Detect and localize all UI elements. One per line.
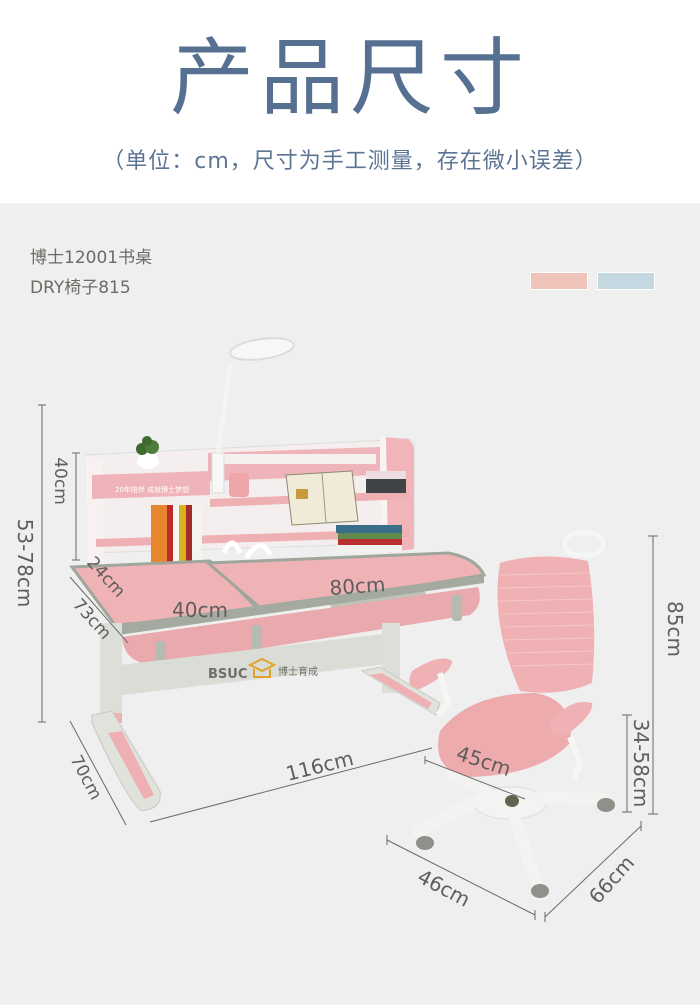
storage-box bbox=[366, 479, 406, 493]
chair-armrest-left bbox=[409, 658, 452, 689]
desk-model-label: 博士12001书桌 bbox=[30, 248, 153, 268]
book-stand bbox=[285, 470, 359, 526]
chair-leg bbox=[412, 793, 486, 837]
lamp-arm bbox=[215, 364, 233, 454]
drawer-strap bbox=[452, 595, 462, 621]
desk: 20年陪伴 成就博士梦想 bbox=[69, 337, 487, 812]
color-swatch-pink[interactable] bbox=[530, 272, 588, 290]
header: 产品尺寸 （单位：cm，尺寸为手工测量，存在微小误差） bbox=[0, 0, 700, 203]
book bbox=[186, 505, 192, 577]
pen-holder bbox=[229, 473, 249, 497]
chair-leg bbox=[508, 809, 542, 889]
desk-drawer bbox=[122, 587, 480, 665]
plant-top bbox=[142, 436, 152, 446]
dim-hutch-height: 40cm bbox=[50, 457, 70, 505]
pen-stopper bbox=[330, 591, 426, 608]
hutch-ruler bbox=[216, 454, 376, 464]
book bbox=[167, 505, 173, 577]
desk-foot-left-pad bbox=[108, 731, 154, 799]
book bbox=[173, 505, 179, 577]
gas-lift-knob bbox=[505, 795, 519, 807]
desk-foot-right-pad bbox=[370, 673, 432, 709]
dim-base-depth: 70cm bbox=[66, 752, 106, 803]
dim-desk-width: 116cm bbox=[283, 746, 355, 786]
storage-box-lid bbox=[366, 471, 406, 479]
caster-wheel bbox=[531, 884, 549, 898]
dim-base-width: 46cm bbox=[414, 864, 475, 911]
desk-front-edge bbox=[115, 575, 484, 635]
book-spine bbox=[321, 472, 327, 524]
mesh-lines bbox=[498, 572, 595, 667]
chair bbox=[409, 530, 615, 898]
color-swatch-blue[interactable] bbox=[597, 272, 655, 290]
product-stage: 博士12001书桌 DRY椅子815 20年陪伴 成就博士梦想 bbox=[0, 203, 700, 1005]
book-image bbox=[296, 489, 308, 499]
dim-left-top-width: 40cm bbox=[172, 598, 228, 622]
book bbox=[336, 545, 402, 552]
lamp-base bbox=[211, 452, 225, 494]
plant-icon bbox=[136, 443, 148, 455]
chair-leg bbox=[445, 770, 495, 798]
decor-figurine bbox=[221, 540, 273, 560]
dim-desk-total-height: 53-78cm bbox=[13, 519, 37, 608]
dim-tilt-top-width: 80cm bbox=[329, 572, 386, 600]
hutch-banner bbox=[92, 471, 210, 499]
desk-leg-left bbox=[100, 623, 122, 723]
caster-wheel bbox=[597, 798, 615, 812]
lamp-head bbox=[229, 337, 295, 361]
armrest-support-left bbox=[435, 672, 452, 717]
chair-armrest-right bbox=[550, 701, 593, 736]
book bbox=[338, 533, 402, 539]
dimension-lines bbox=[38, 404, 658, 922]
caster-wheel bbox=[416, 836, 434, 850]
graduation-cap-icon bbox=[247, 657, 277, 678]
desk-top-tilt bbox=[204, 551, 487, 613]
book bbox=[192, 505, 202, 577]
drawer-strap bbox=[252, 625, 262, 653]
chair-handle bbox=[562, 530, 606, 558]
chair-model-label: DRY椅子815 bbox=[30, 278, 131, 298]
dim-chair-height: 85cm bbox=[663, 601, 687, 657]
page-subtitle: （单位：cm，尺寸为手工测量，存在微小误差） bbox=[102, 149, 598, 174]
book bbox=[338, 539, 402, 545]
chair-backrest bbox=[497, 556, 595, 693]
chair-leg bbox=[534, 791, 610, 805]
hutch-banner-text: 20年陪伴 成就博士梦想 bbox=[115, 485, 189, 494]
page-title: 产品尺寸 bbox=[169, 29, 530, 127]
book bbox=[336, 525, 402, 533]
plant-pot bbox=[137, 453, 159, 469]
book bbox=[151, 505, 167, 577]
brand-logo-text: BSUC bbox=[208, 667, 247, 682]
book bbox=[179, 505, 186, 577]
dim-seat-height: 34-58cm bbox=[629, 719, 653, 808]
armrest-support-right bbox=[567, 735, 584, 781]
dim-base-length: 66cm bbox=[584, 851, 639, 909]
chair-seat bbox=[438, 693, 571, 777]
desk-crossbar bbox=[120, 633, 396, 695]
product-illustration: 20年陪伴 成就博士梦想 bbox=[13, 337, 687, 922]
brand-logo-cn: 博士育成 bbox=[278, 665, 318, 678]
